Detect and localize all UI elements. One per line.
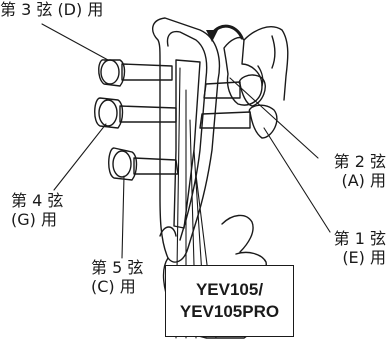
model-box: YEV105/ YEV105PRO — [165, 265, 294, 337]
label-string-1-note: (E) 用 — [342, 248, 386, 267]
label-string-2-note: (A) 用 — [341, 171, 386, 190]
label-string-4-note: (G) 用 — [11, 210, 57, 229]
peg-string-1 — [199, 104, 278, 139]
model-name-line-1: YEV105/ — [195, 280, 264, 299]
label-string-3-text: 第 3 弦 (D) 用 — [0, 0, 104, 19]
pegbox-slot — [173, 59, 201, 229]
scroll-inner-edge — [166, 30, 208, 241]
tuning-hand — [223, 26, 289, 106]
label-string-4: 第 4 弦 (G) 用 — [11, 191, 63, 229]
leader-lines — [41, 23, 331, 259]
model-name-line-2: YEV105PRO — [179, 302, 280, 321]
label-string-3: 第 3 弦 (D) 用 — [0, 0, 103, 19]
label-string-4-number: 第 4 弦 — [11, 191, 64, 210]
peg-string-2 — [203, 74, 266, 107]
peg-string-4 — [94, 97, 177, 129]
label-string-2-number: 第 2 弦 — [333, 152, 386, 171]
label-string-1: 第 1 弦 (E) 用 — [334, 229, 386, 267]
label-string-5-note: (C) 用 — [91, 277, 136, 296]
label-string-5: 第 5 弦 (C) 用 — [91, 258, 143, 296]
label-string-5-number: 第 5 弦 — [91, 258, 144, 277]
peg-string-3 — [98, 59, 173, 87]
label-string-2: 第 2 弦 (A) 用 — [334, 152, 386, 190]
label-string-1-number: 第 1 弦 — [333, 229, 386, 248]
peg-string-5 — [108, 147, 179, 181]
